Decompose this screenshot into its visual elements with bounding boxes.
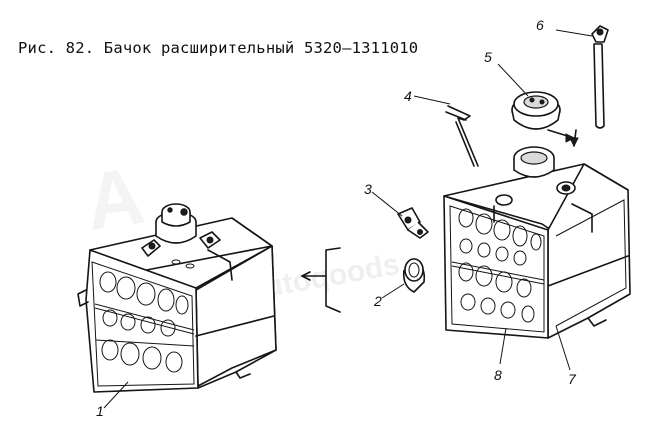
tank-right-filler-neck — [513, 146, 555, 178]
tank-right-ribs — [451, 208, 545, 323]
figure-caption: Рис. 82. Бачок расширительный 5320—13110… — [18, 39, 419, 57]
watermark-letter-a: A — [80, 151, 150, 247]
tank-left-fittings — [141, 231, 233, 281]
callout-7: 7 — [568, 371, 577, 387]
exploded-arrows — [547, 129, 579, 148]
part-2-ring — [402, 258, 426, 293]
callout-2: 2 — [373, 293, 382, 309]
part-6-vent-pipe — [591, 25, 609, 129]
tank-left-filler-neck — [155, 203, 197, 244]
callout-5: 5 — [484, 49, 492, 65]
part-3-fitting — [397, 207, 429, 239]
tank-right-front — [443, 195, 549, 339]
callout-numbers: 1 2 3 4 5 6 7 8 — [96, 17, 577, 419]
part-5-cap — [511, 91, 561, 130]
callout-6: 6 — [536, 17, 544, 33]
tank-right-fittings — [493, 181, 593, 233]
callout-8: 8 — [494, 367, 502, 383]
callout-1: 1 — [96, 403, 104, 419]
leader-lines — [103, 29, 593, 409]
callout-4: 4 — [404, 88, 412, 104]
tank-assembled — [77, 203, 277, 393]
part-4-tube — [445, 105, 479, 167]
callout-3: 3 — [364, 181, 372, 197]
assembly-bracket — [301, 247, 341, 313]
tank-exploded — [443, 146, 631, 339]
tank-left-ribs — [94, 271, 195, 373]
